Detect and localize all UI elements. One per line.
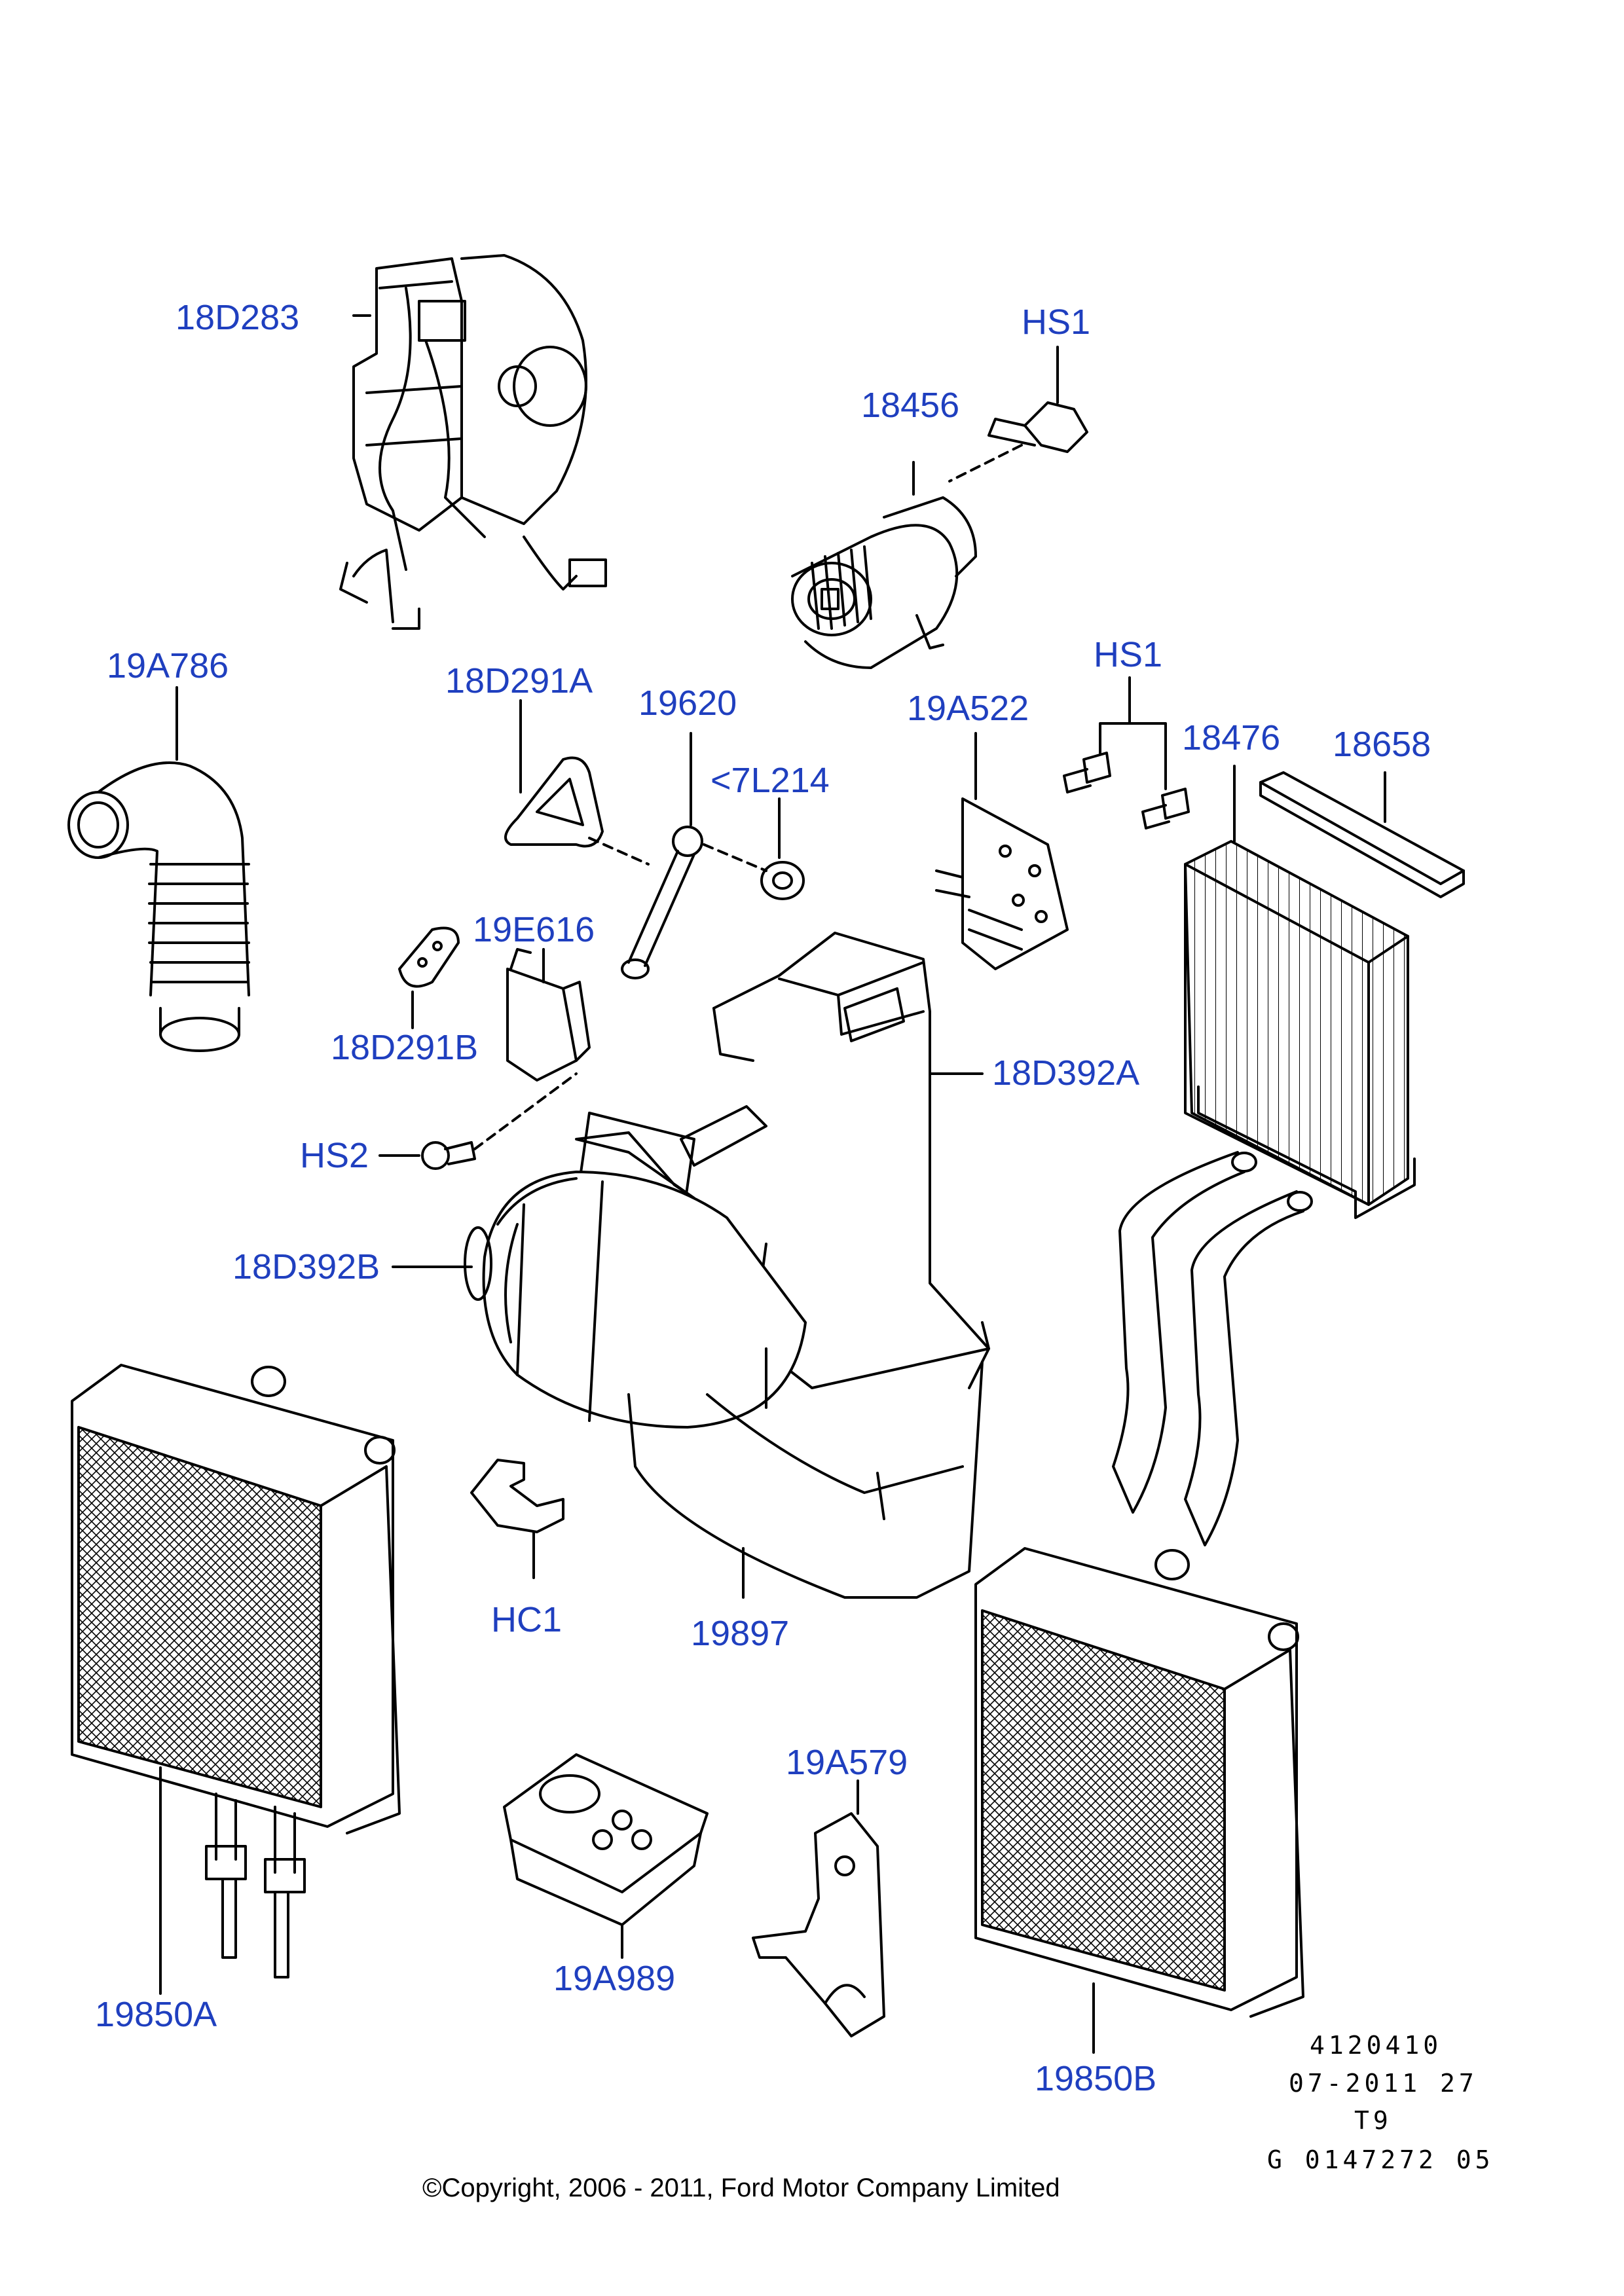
label-19A522: 19A522 [907,689,1029,728]
screws-hs1-mid-part [1063,752,1190,829]
label-19A989: 19A989 [553,1959,676,1998]
label-19620: 19620 [638,683,737,723]
heater-case-assembly-part [464,932,990,1599]
copyright-notice: ©Copyright, 2006 - 2011, Ford Motor Comp… [422,2174,1060,2202]
label-18658: 18658 [1333,725,1431,764]
reference-line-3: T9 [1354,2106,1392,2135]
bracket-19A989-part [503,1753,709,1926]
label-18476: 18476 [1182,718,1281,757]
screw-hs1-top-part [987,401,1088,453]
reference-line-2: 07-2011 27 [1289,2069,1478,2098]
label-19A786: 19A786 [107,646,229,685]
label-19E616: 19E616 [473,910,595,949]
label-19897: 19897 [691,1614,790,1653]
label-hs1-top: HS1 [1022,302,1091,342]
label-hs2: HS2 [300,1136,369,1175]
label-18D392B: 18D392B [232,1247,380,1286]
screw-hs2-part [421,1141,476,1170]
switch-19E616-part [506,948,591,1082]
reference-line-1: 4120410 [1310,2031,1443,2060]
label-18D392A: 18D392A [992,1053,1140,1093]
label-19850A: 19850A [95,1995,217,2034]
label-19A579: 19A579 [786,1743,908,1782]
label-hc1: HC1 [491,1600,563,1639]
label-18456: 18456 [861,386,960,425]
label-19850B: 19850B [1035,2059,1157,2098]
duct-hose-19A786-part [67,761,250,1052]
evaporator-19850A-part [71,1364,401,1978]
blower-motor-18456-part [791,496,977,669]
label-hs1-mid: HS1 [1094,635,1163,674]
seal-strip-18658-part [1259,771,1465,898]
reference-line-4: G 0147272 05 [1267,2145,1494,2174]
link-rod-19620-part [621,826,703,979]
bracket-18D291A-part [504,756,604,848]
bracket-19A579-part [752,1812,885,2037]
label-18D291A: 18D291A [445,661,593,701]
evaporator-19850B-part [974,1547,1304,2018]
clip-7L214-part [760,861,805,900]
blower-housing-18D283-part [339,254,607,630]
clip-hc1-part [470,1459,564,1533]
label-18D283: 18D283 [175,298,300,337]
resistor-19A522-part [935,797,1069,970]
label-7L214: <7L214 [710,761,830,800]
heater-core-18476-part [1112,840,1416,1546]
label-18D291B: 18D291B [331,1028,479,1067]
gasket-18D291B-part [398,926,460,988]
